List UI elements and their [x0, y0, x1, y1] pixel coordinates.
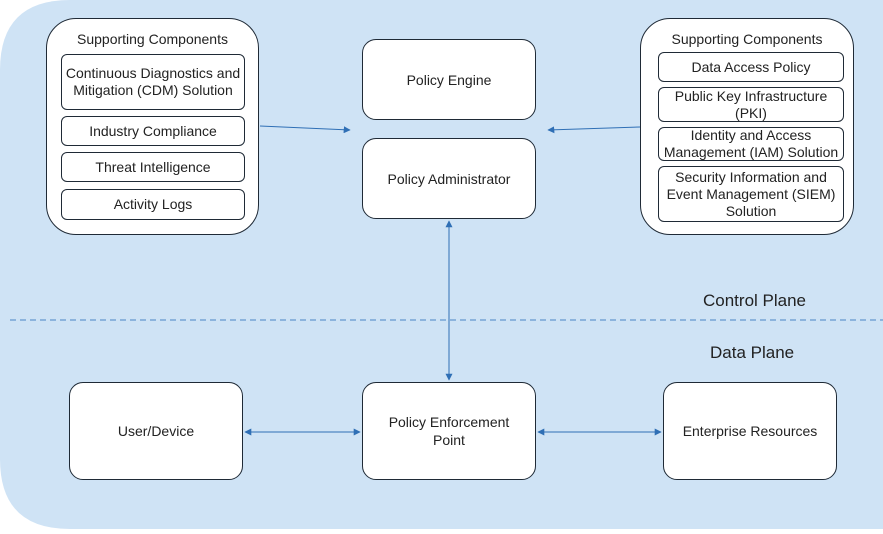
industry-compliance-item: Industry Compliance	[61, 116, 245, 146]
data-access-policy-item: Data Access Policy	[658, 52, 844, 82]
cdm-item: Continuous Diagnostics and Mitigation (C…	[61, 54, 245, 110]
policy-engine-box: Policy Engine	[362, 39, 536, 120]
iam-item: Identity and Access Management (IAM) Sol…	[658, 127, 844, 161]
panel-title: Supporting Components	[671, 31, 823, 47]
control-plane-label: Control Plane	[703, 291, 807, 310]
activity-logs-item: Activity Logs	[61, 189, 245, 220]
siem-item: Security Information and Event Managemen…	[658, 166, 844, 222]
policy-enforcement-point-box: Policy Enforcement Point	[362, 382, 536, 480]
user-device-box: User/Device	[69, 382, 243, 480]
left-supporting-components-panel: Supporting Components Continuous Diagnos…	[46, 18, 259, 235]
policy-administrator-box: Policy Administrator	[362, 138, 536, 219]
data-plane-label: Data Plane	[710, 343, 795, 362]
threat-intelligence-item: Threat Intelligence	[61, 152, 245, 182]
enterprise-resources-box: Enterprise Resources	[663, 382, 837, 480]
pki-item: Public Key Infrastructure (PKI)	[658, 87, 844, 122]
right-supporting-components-panel: Supporting Components Data Access Policy…	[640, 18, 854, 235]
panel-title: Supporting Components	[77, 31, 228, 47]
